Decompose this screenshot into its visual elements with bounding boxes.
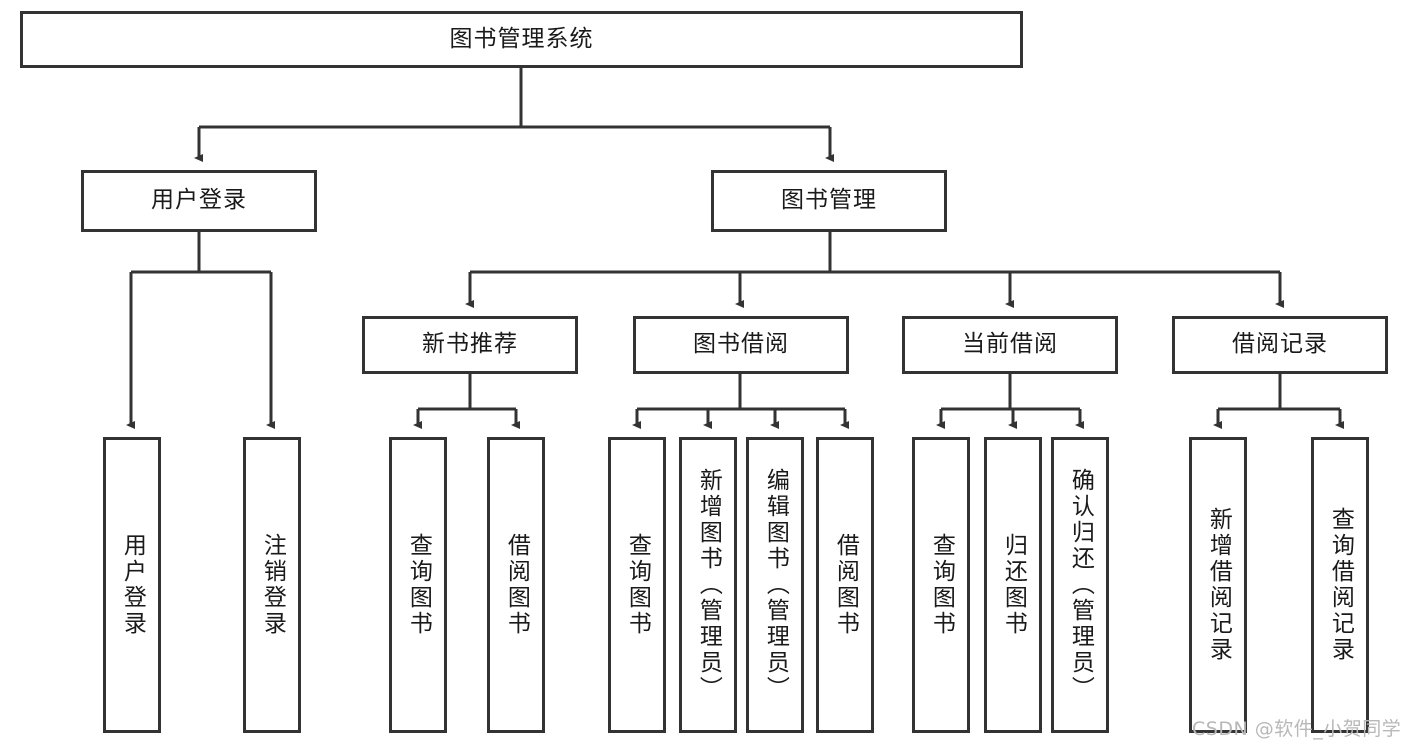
csdn-watermark: CSDN @软件_小贺同学 xyxy=(1192,718,1402,740)
node-book-borrow-label: 图书借阅 xyxy=(693,331,789,358)
leaf-borrow-book[interactable]: 借阅图书 xyxy=(816,437,874,733)
node-book-manage-label: 图书管理 xyxy=(781,187,877,214)
leaf-logout-label: 注销登录 xyxy=(259,533,286,637)
leaf-add-book-label: 新增图书（管理员） xyxy=(695,468,722,702)
node-book-borrow[interactable]: 图书借阅 xyxy=(633,316,849,374)
node-new-book-recommend[interactable]: 新书推荐 xyxy=(362,316,578,374)
leaf-return-book[interactable]: 归还图书 xyxy=(984,437,1042,733)
node-root[interactable]: 图书管理系统 xyxy=(20,11,1023,68)
leaf-confirm-return-label: 确认归还（管理员） xyxy=(1067,468,1094,702)
leaf-query-book-borrow-label: 查询图书 xyxy=(624,533,651,637)
leaf-return-book-label: 归还图书 xyxy=(1000,533,1027,637)
node-user-login-label: 用户登录 xyxy=(151,187,247,214)
node-borrow-record-label: 借阅记录 xyxy=(1232,331,1328,358)
leaf-query-book-cur-label: 查询图书 xyxy=(928,533,955,637)
leaf-query-book-rec-label: 查询图书 xyxy=(405,533,432,637)
node-user-login[interactable]: 用户登录 xyxy=(81,170,317,232)
leaf-add-record-label: 新增借阅记录 xyxy=(1205,507,1232,663)
leaf-query-record[interactable]: 查询借阅记录 xyxy=(1311,437,1369,733)
leaf-logout[interactable]: 注销登录 xyxy=(243,437,301,733)
leaf-query-book-borrow[interactable]: 查询图书 xyxy=(608,437,666,733)
node-book-manage[interactable]: 图书管理 xyxy=(711,170,947,232)
node-current-borrow[interactable]: 当前借阅 xyxy=(902,316,1118,374)
leaf-borrow-book-rec[interactable]: 借阅图书 xyxy=(487,437,545,733)
node-new-book-recommend-label: 新书推荐 xyxy=(422,331,518,358)
leaf-query-book-cur[interactable]: 查询图书 xyxy=(912,437,970,733)
leaf-borrow-book-label: 借阅图书 xyxy=(832,533,859,637)
node-root-label: 图书管理系统 xyxy=(449,25,594,52)
leaf-query-book-rec[interactable]: 查询图书 xyxy=(389,437,447,733)
leaf-edit-book[interactable]: 编辑图书（管理员） xyxy=(746,437,804,733)
leaf-add-book[interactable]: 新增图书（管理员） xyxy=(679,437,737,733)
leaf-user-login-label: 用户登录 xyxy=(119,533,146,637)
leaf-confirm-return[interactable]: 确认归还（管理员） xyxy=(1051,437,1109,733)
leaf-user-login[interactable]: 用户登录 xyxy=(103,437,161,733)
leaf-borrow-book-rec-label: 借阅图书 xyxy=(503,533,530,637)
leaf-edit-book-label: 编辑图书（管理员） xyxy=(762,468,789,702)
node-current-borrow-label: 当前借阅 xyxy=(962,331,1058,358)
leaf-add-record[interactable]: 新增借阅记录 xyxy=(1189,437,1247,733)
leaf-query-record-label: 查询借阅记录 xyxy=(1327,507,1354,663)
node-borrow-record[interactable]: 借阅记录 xyxy=(1172,316,1388,374)
